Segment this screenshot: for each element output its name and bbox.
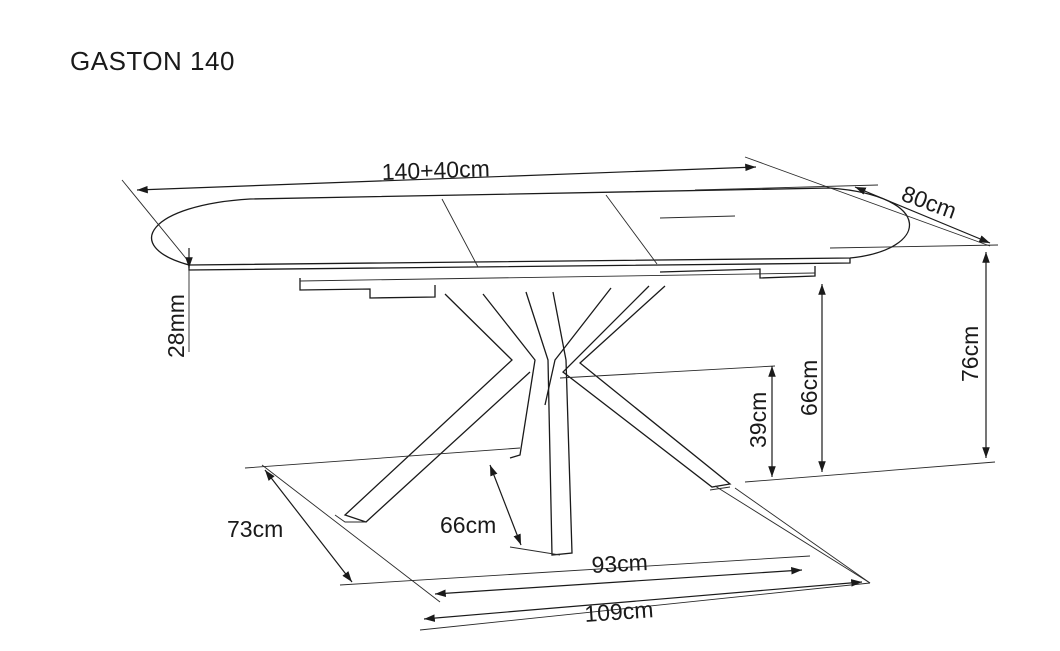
base-depth-label: 73cm — [227, 516, 283, 542]
dimension-lines — [121, 156, 999, 622]
apron-right — [659, 266, 816, 279]
product-title: GASTON 140 — [70, 46, 235, 76]
table-top — [151, 187, 911, 299]
table-legs — [334, 285, 732, 556]
extension-leaf-detail — [659, 215, 736, 219]
apron-under — [299, 272, 816, 282]
inner-depth-dimension-line — [489, 464, 522, 546]
base-width-dimension-line — [423, 579, 863, 622]
table-top-surface — [151, 187, 911, 266]
length-dimension-line — [136, 163, 757, 194]
extension-seam-left — [441, 198, 479, 268]
apron-left — [299, 278, 436, 299]
top-thickness-label: 28mm — [163, 294, 189, 358]
base-width-label: 109cm — [584, 596, 655, 627]
cross-height-label: 39cm — [745, 392, 771, 448]
inner-width-label: 93cm — [591, 549, 649, 578]
height-label: 76cm — [957, 326, 983, 382]
leg-front-left — [343, 293, 531, 523]
under-top-height-label: 66cm — [796, 360, 822, 416]
leg-foot-right — [709, 486, 731, 491]
leg-back-right — [544, 287, 612, 406]
base-guides — [244, 365, 996, 631]
length-label: 140+40cm — [381, 155, 490, 185]
width-dimension-line — [854, 186, 991, 244]
leg-center — [525, 291, 573, 556]
extension-seam-right — [605, 194, 658, 265]
leg-front-right — [562, 285, 732, 488]
base-depth-dimension-line — [264, 469, 353, 583]
inner-depth-label: 66cm — [440, 512, 496, 538]
leg-back-left — [482, 293, 536, 459]
